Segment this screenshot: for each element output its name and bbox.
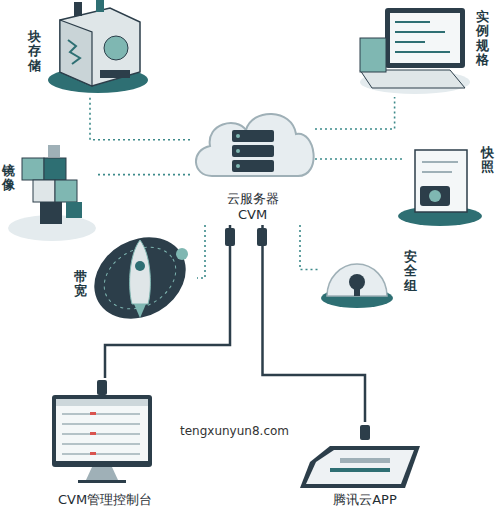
- diagram-node: 镜像: [2, 150, 98, 250]
- dotted-connector: [315, 97, 395, 129]
- diagram-node: 腾讯云APP: [292, 422, 438, 510]
- diagram-node: 实例规格: [352, 2, 494, 97]
- vertical-label: 镜像: [2, 164, 15, 193]
- node-label: 云服务器 CVM: [220, 191, 285, 224]
- instance-spec-illustration: [360, 8, 470, 94]
- dotted-connector: [315, 158, 405, 160]
- watermark: tengxunyun8.com: [180, 424, 289, 438]
- vertical-label: 快照: [481, 146, 494, 175]
- app-tablet-illustration: [300, 425, 420, 488]
- dotted-connector: [98, 174, 190, 176]
- snapshot-illustration: [398, 150, 482, 226]
- cloud-server-illustration: [196, 114, 314, 246]
- diagram-node: 安全组: [318, 222, 423, 317]
- security-group-illustration: [321, 264, 393, 308]
- console-monitor-illustration: [52, 380, 152, 483]
- image-illustration: [8, 145, 96, 241]
- cable-connector: [263, 225, 366, 422]
- dotted-connector: [300, 225, 318, 270]
- dotted-connector: [90, 97, 190, 140]
- vertical-label: 带宽: [74, 270, 87, 299]
- block-storage-illustration: [48, 0, 148, 93]
- diagram-node: 块存储: [26, 2, 154, 97]
- vertical-label: 安全组: [404, 250, 417, 293]
- vertical-label: 实例规格: [476, 10, 489, 67]
- diagram-node: 云服务器 CVM: [190, 105, 315, 225]
- dotted-connector: [197, 225, 205, 278]
- cable-connector: [105, 225, 230, 378]
- node-label: 腾讯云APP: [292, 492, 438, 508]
- diagram-node: 快照: [405, 140, 497, 230]
- node-label: CVM管理控制台: [30, 492, 180, 508]
- bandwidth-illustration: [79, 221, 200, 335]
- diagram-node: CVM管理控制台: [30, 378, 180, 510]
- diagram-node: 带宽: [72, 228, 197, 328]
- vertical-label: 块存储: [28, 30, 41, 73]
